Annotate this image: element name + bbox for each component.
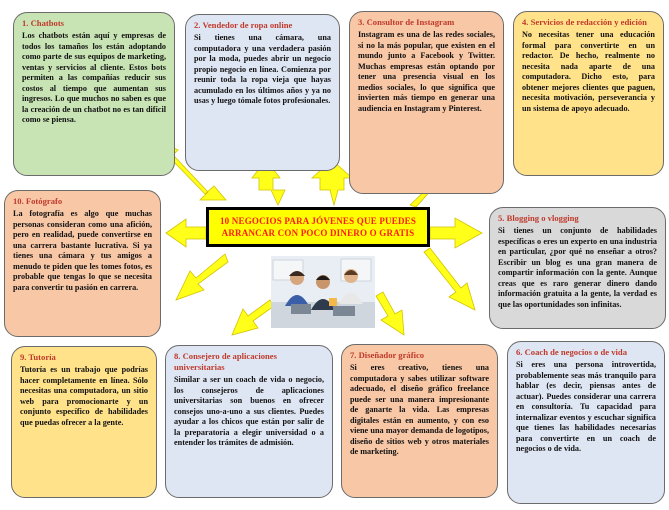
central-title-banner: 10 NEGOCIOS PARA JÓVENES QUE PUEDES ARRAN… <box>206 207 430 247</box>
central-title-line-1: 10 NEGOCIOS PARA JÓVENES QUE PUEDES <box>219 215 417 226</box>
box-body: Los chatbots están aquí y empresas de to… <box>22 31 166 124</box>
box-consejero-aplicaciones: 8. Consejero de aplicaciones universitar… <box>165 345 333 498</box>
box-body: Similar a ser un coach de vida o negocio… <box>174 375 324 447</box>
box-body: Si eres una persona introvertida, probab… <box>516 360 656 453</box>
box-title: 8. Consejero de aplicaciones universitar… <box>174 351 277 372</box>
box-blogging: 5. Blogging o vlogging Si tienes un conj… <box>489 207 666 329</box>
box-body: La fotografía es algo que muchas persona… <box>13 209 152 292</box>
box-title: 9. Tutoría <box>20 352 56 362</box>
box-coach-negocios: 6. Coach de negocios o de vida Si eres u… <box>507 341 665 504</box>
box-body: Si tienes una cámara, una computadora y … <box>194 33 331 105</box>
arrow-to-blogging <box>429 217 483 249</box>
arrow-to-disenador <box>375 291 405 336</box>
box-title: 1. Chatbots <box>22 18 65 28</box>
box-body: Si tienes un conjunto de habilidades esp… <box>498 226 657 309</box>
arrow-to-fotografo <box>165 218 207 248</box>
box-title: 4. Servicios de redacción y edición <box>522 17 647 27</box>
box-body: No necesitas tener una educación formal … <box>522 30 655 113</box>
box-tutoria: 9. Tutoría Tutoría es un trabajo que pod… <box>11 346 157 498</box>
box-title: 6. Coach de negocios o de vida <box>516 347 628 357</box>
box-title: 7. Diseñador gráfico <box>350 350 425 360</box>
box-title: 5. Blogging o vlogging <box>498 213 579 223</box>
box-fotografo: 10. Fotógrafo La fotografía es algo que … <box>4 190 161 337</box>
box-vendedor-ropa: 2. Vendedor de ropa online Si tienes una… <box>185 14 340 171</box>
arrow-to-consejero <box>231 299 275 336</box>
box-body: Instagram es una de las redes sociales, … <box>358 30 495 113</box>
box-consultor-instagram: 3. Consultor de Instagram Instagram es u… <box>349 11 504 194</box>
box-chatbots: 1. Chatbots Los chatbots están aquí y em… <box>13 12 175 176</box>
box-servicios-redaccion: 4. Servicios de redacción y edición No n… <box>513 11 664 176</box>
central-title: 10 NEGOCIOS PARA JÓVENES QUE PUEDES ARRAN… <box>220 215 416 239</box>
box-title: 2. Vendedor de ropa online <box>194 20 293 30</box>
box-body: Si eres creativo, tienes una computadora… <box>350 363 489 456</box>
arrow-to-tutoria <box>175 253 229 301</box>
box-title: 10. Fotógrafo <box>13 196 63 206</box>
young-entrepreneurs-photo <box>271 256 375 328</box>
central-title-line-2: ARRANCAR CON POCO DINERO O GRATIS <box>221 228 415 238</box>
box-body: Tutoría es un trabajo que podrías hacer … <box>20 365 148 427</box>
arrow-to-coach <box>423 247 476 311</box>
box-disenador-grafico: 7. Diseñador gráfico Si eres creativo, t… <box>341 344 498 498</box>
box-title: 3. Consultor de Instagram <box>358 17 455 27</box>
